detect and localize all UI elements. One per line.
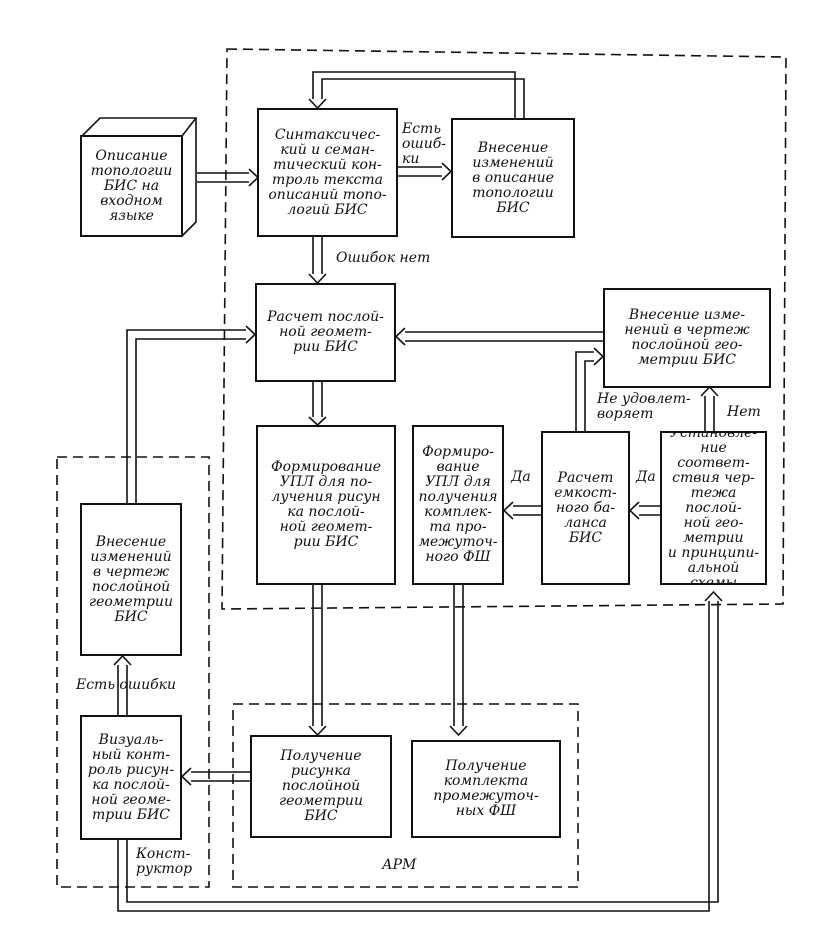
arrow-editleft-to-calc [126,329,246,504]
correspondence-box: Установле- ние соответ- ствия чер- тежа … [660,431,767,585]
label-not-satisfy: Не удовлет- воряет [597,391,691,422]
label-errors-exist-top: Есть ошиб- ки [402,121,446,167]
input-description-block: Описание топологии БИС на входном языке [80,135,183,237]
arrow-cap-to-formset [513,505,542,516]
capacitance-calc-box: Расчет емкост- ного ба- ланса БИС [541,431,630,585]
arrow-visual-to-editleft [117,665,128,716]
arrow-getdrawing-to-visual [191,771,250,782]
constructor-region [56,456,210,888]
form-upl-set-box: Формиро- вание УПЛ для получения комплек… [412,425,504,585]
syntax-check-box: Синтаксичес- кий и семан- тический кон- … [257,108,398,237]
label-yes-2: Да [636,469,656,485]
arm-region [232,703,579,888]
edit-drawing-right-box: Внесение изме- нений в чертеж послойной … [603,288,771,388]
arrow-corr-to-cap [639,505,660,516]
arrow-input-to-check [197,172,249,183]
arrow-cap-to-editright [575,351,594,432]
visual-control-box: Визуаль- ный конт- роль рисун- ка послой… [80,715,182,840]
get-drawing-box: Получение рисунка послойной геометрии БИ… [250,735,392,838]
arrow-corr-to-editright [704,396,715,432]
form-upl-drawing-box: Формирование УПЛ для по- лучения рисун к… [256,425,396,585]
arrow-check-to-calc [312,236,323,274]
get-set-box: Получение комплекта промежуточ- ных ФШ [411,740,561,838]
label-errors-exist-left: Есть ошибки [76,677,177,693]
arrow-formset-to-getset [453,584,464,726]
input-block-3d [81,117,197,237]
label-no: Нет [727,404,761,420]
edit-description-box: Внесение изменений в описание топологии … [451,118,575,238]
label-yes-1: Да [511,469,531,485]
main-system-region [221,48,787,610]
label-no-errors: Ошибок нет [336,250,431,266]
arrow-editright-to-calc [405,331,603,342]
arrow-check-to-edit [396,166,442,177]
layer-geometry-calc-box: Расчет послой- ной геомет- рии БИС [255,283,396,382]
arrow-form-to-getdrawing [312,584,323,726]
arrow-edit-back-to-check [312,71,525,118]
label-arm: АРМ [382,857,417,873]
label-constructor: Конст- руктор [136,846,193,877]
arrow-visual-to-corr [117,601,719,912]
arrow-calc-to-form [312,381,323,417]
edit-drawing-left-box: Внесение изменений в чертеж послойной ге… [80,503,182,656]
